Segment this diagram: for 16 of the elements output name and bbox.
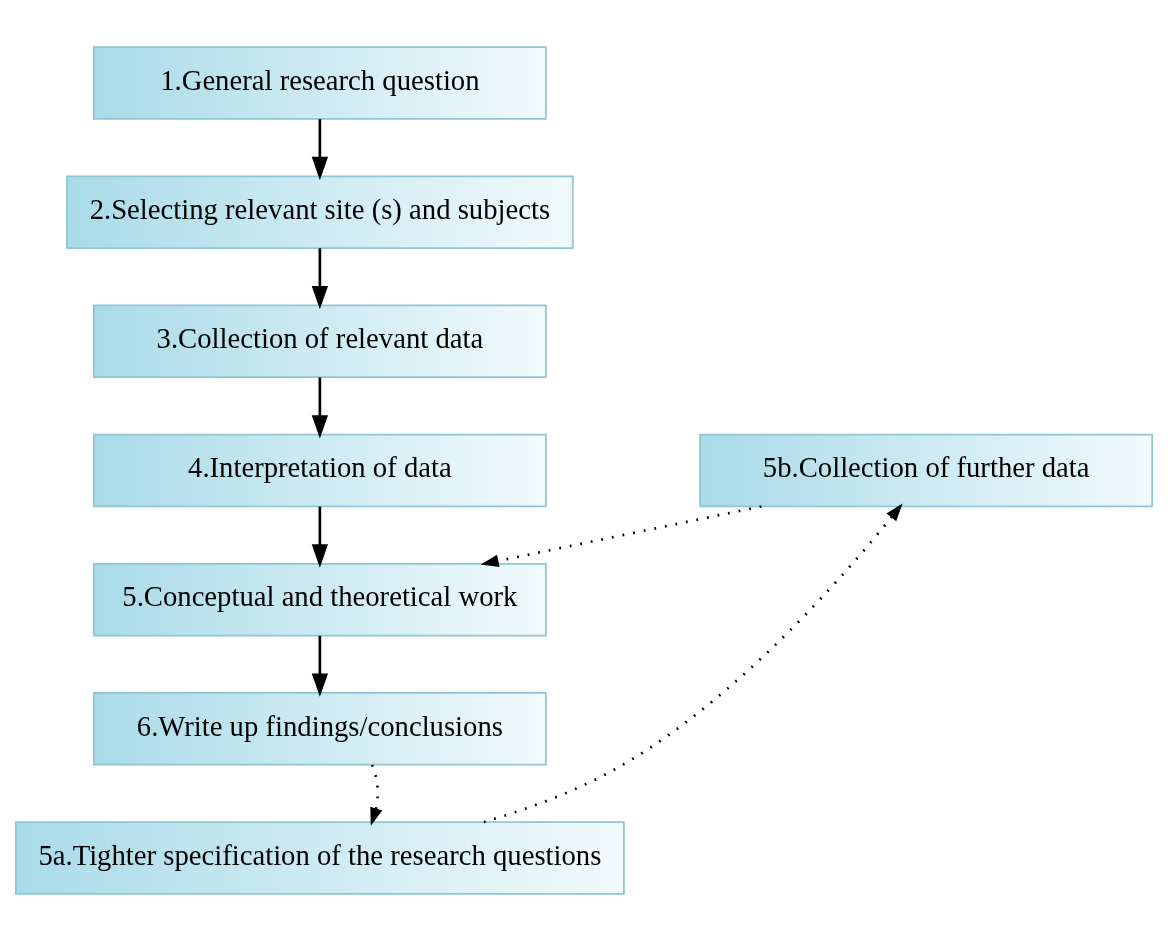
node-box: 4.Interpretation of data [92,433,547,508]
node-box: 5.Conceptual and theoretical work [92,562,547,637]
arrow [483,503,903,824]
arrow [311,119,329,181]
node-box: 2.Selecting relevant site (s) and subjects [66,175,574,249]
arrow [311,377,329,439]
arrow [370,764,383,826]
arrow [480,505,762,568]
arrow [311,248,329,310]
node-box: 5b.Collection of further data [699,433,1154,508]
node-box: 6.Write up findings/conclusions [92,692,547,766]
node-box: 5a.Tighter specification of the research questions [14,821,625,895]
node-box: 1.General research question [92,46,547,120]
node-box: 3.Collection of relevant data [92,304,547,379]
arrow [311,506,329,568]
arrow [311,635,329,697]
